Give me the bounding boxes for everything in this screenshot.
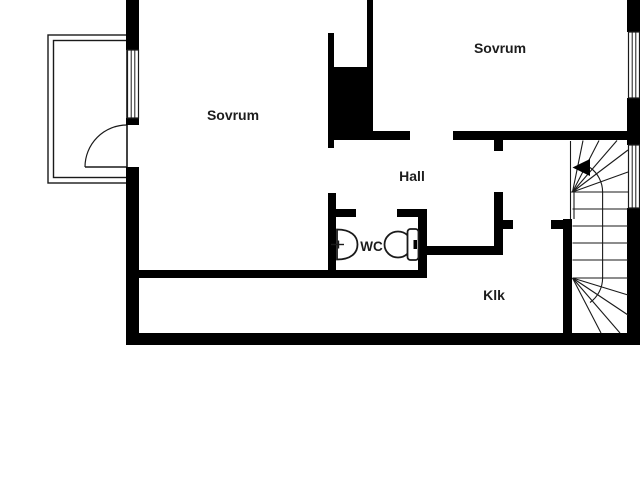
outer-walls [126, 0, 640, 345]
interior-walls [130, 0, 640, 345]
bedroom-door-stub [494, 140, 503, 151]
stair-left-wall [563, 219, 572, 345]
room-label-sovrum-right: Sovrum [474, 40, 526, 56]
hall-top-wall-right [453, 131, 640, 140]
right-wall-top [627, 0, 640, 32]
balcony-door [84, 124, 128, 168]
bottom-wall [126, 333, 640, 345]
hall-right-wall [494, 192, 503, 255]
shaft-fill [330, 67, 371, 140]
window-right-stair [627, 144, 640, 209]
stair-bottom-winders [572, 277, 629, 334]
left-wall-window-post [126, 118, 139, 125]
klk-door-stub-left [503, 220, 513, 229]
right-wall-low [627, 208, 640, 345]
stair-walkline [589, 167, 604, 303]
wc-left-wall [328, 193, 336, 278]
klk-door-stub-right [551, 220, 563, 229]
wc-toilet [383, 228, 420, 261]
window-left-bedroom [126, 49, 140, 119]
wc-top-wall-left [328, 209, 356, 217]
toilet-tank [406, 228, 420, 261]
wc-right-wall [418, 209, 427, 278]
stair-top-winders [571, 140, 629, 193]
room-label-klk: Klk [483, 287, 505, 303]
room-label-sovrum-left: Sovrum [207, 107, 259, 123]
door-swing-arc [84, 124, 128, 168]
room-label-wc: WC [360, 239, 383, 254]
wc-bottom-wall [130, 270, 427, 278]
room-label-hall: Hall [399, 168, 425, 184]
wc-sink [331, 228, 359, 261]
left-wall-top [126, 0, 139, 50]
staircase [569, 140, 629, 334]
klk-top-wall [418, 246, 503, 255]
window-right-bedroom [627, 31, 640, 99]
stair-up-arrow-icon [572, 159, 590, 176]
wc-top-wall-right [397, 209, 427, 217]
hall-top-wall-left [367, 131, 410, 140]
left-wall-main [126, 167, 139, 345]
toilet-flush-icon [413, 240, 417, 249]
